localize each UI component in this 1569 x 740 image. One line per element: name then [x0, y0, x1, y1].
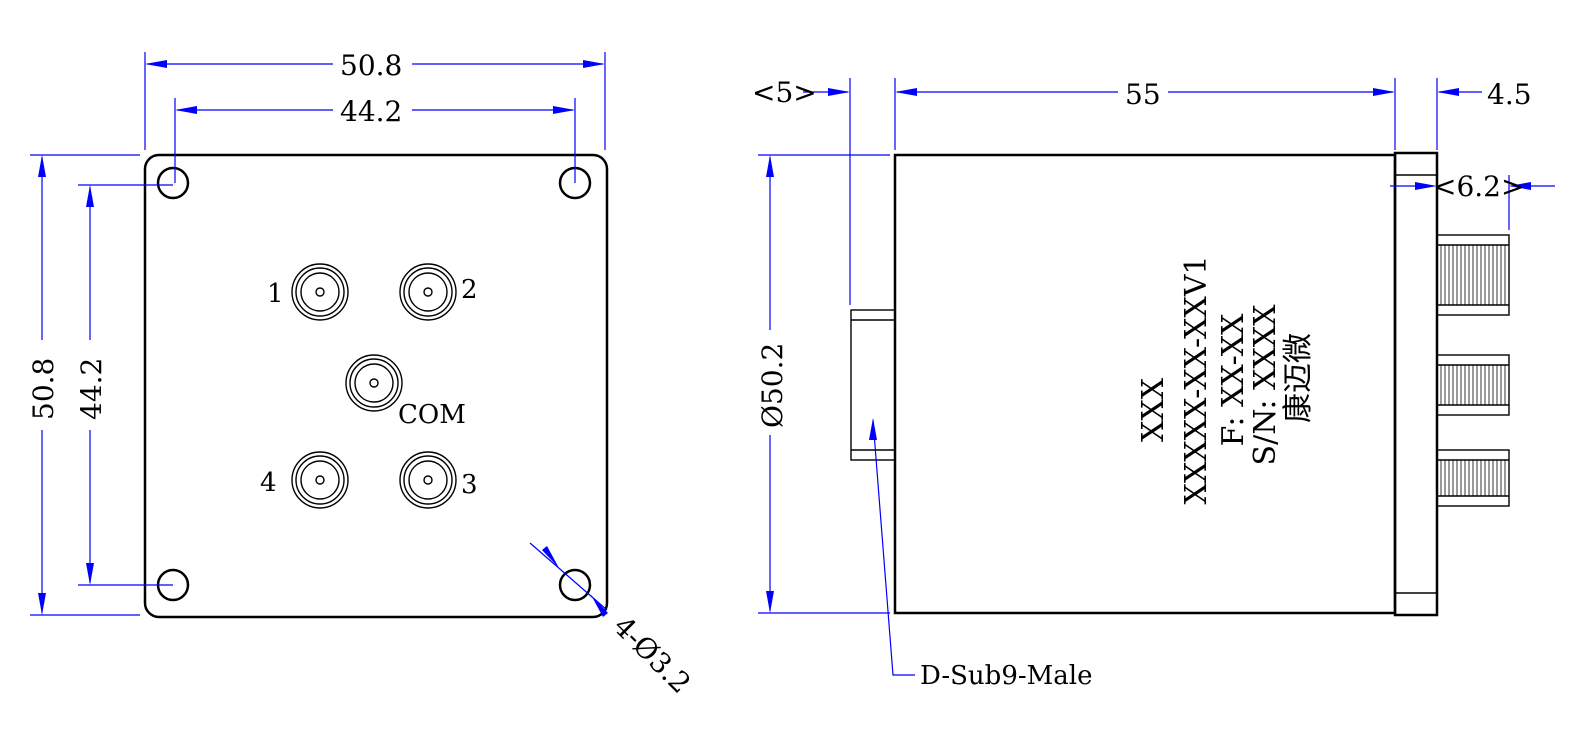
dim-mounting-holes-leader: 4-Ø3.2	[529, 542, 697, 700]
sma-port-com	[345, 354, 403, 412]
sma-connector-side-bottom	[1436, 449, 1510, 507]
port-label-1: 1	[267, 279, 284, 309]
dsub-callout: D-Sub9-Male	[869, 418, 1092, 691]
mounting-hole-bottom-right	[558, 568, 592, 602]
marking-line-3: F: XX-XX	[1216, 313, 1251, 446]
side-view: XXX XXXXX-XX-XXV1 F: XX-XX S/N: XXXX 康迈微…	[752, 76, 1555, 691]
mounting-hole-top-left	[156, 166, 190, 200]
dim-hole-spacing-width: 44.2	[174, 95, 576, 183]
port-label-2: 2	[461, 275, 478, 305]
dim-body-length: 55	[940, 78, 1396, 150]
dim-overall-height: 50.8	[27, 154, 140, 616]
dim-overall-width: 50.8	[144, 49, 606, 150]
marking-line-2: XXXXX-XX-XXV1	[1179, 256, 1214, 505]
dsub-callout-label: D-Sub9-Male	[920, 661, 1092, 691]
sma-port-1	[291, 263, 349, 321]
svg-text:44.2: 44.2	[340, 95, 402, 128]
svg-text:4-Ø3.2: 4-Ø3.2	[607, 610, 697, 700]
svg-text:<5>: <5>	[752, 76, 817, 109]
port-label-4: 4	[260, 468, 277, 498]
marking-line-4: S/N: XXXX	[1248, 304, 1283, 466]
dim-hole-spacing-height: 44.2	[75, 184, 173, 586]
dim-flange-thickness: 4.5	[1436, 78, 1532, 150]
svg-text:4.5: 4.5	[1487, 78, 1532, 111]
svg-text:Ø50.2: Ø50.2	[756, 343, 789, 428]
sma-port-3	[399, 451, 457, 509]
svg-text:50.8: 50.8	[340, 49, 402, 82]
svg-text:55: 55	[1125, 78, 1161, 111]
front-plate-outline	[143, 153, 609, 619]
sma-port-4	[291, 451, 349, 509]
sma-port-2	[399, 263, 457, 321]
dsub-connector	[850, 309, 896, 461]
flange-outline	[1393, 151, 1439, 617]
sma-connector-side-top	[1436, 234, 1510, 316]
svg-text:44.2: 44.2	[75, 358, 108, 420]
marking-line-1: XXX	[1136, 377, 1171, 442]
dim-connector-length: <6.2>	[1390, 170, 1555, 230]
dim-connector-offset: <5>	[752, 76, 940, 305]
front-view: 1 2 COM 4 3 50.8 44.2	[27, 49, 697, 700]
sma-connector-side-middle	[1436, 354, 1510, 416]
dim-diameter: Ø50.2	[756, 154, 890, 614]
svg-text:<6.2>: <6.2>	[1433, 170, 1524, 203]
port-label-3: 3	[461, 470, 478, 500]
svg-text:50.8: 50.8	[27, 358, 60, 420]
port-label-com: COM	[398, 400, 466, 430]
marking-line-5: 康迈微	[1281, 333, 1316, 423]
body-marking: XXX XXXXX-XX-XXV1 F: XX-XX S/N: XXXX 康迈微	[1136, 256, 1316, 505]
